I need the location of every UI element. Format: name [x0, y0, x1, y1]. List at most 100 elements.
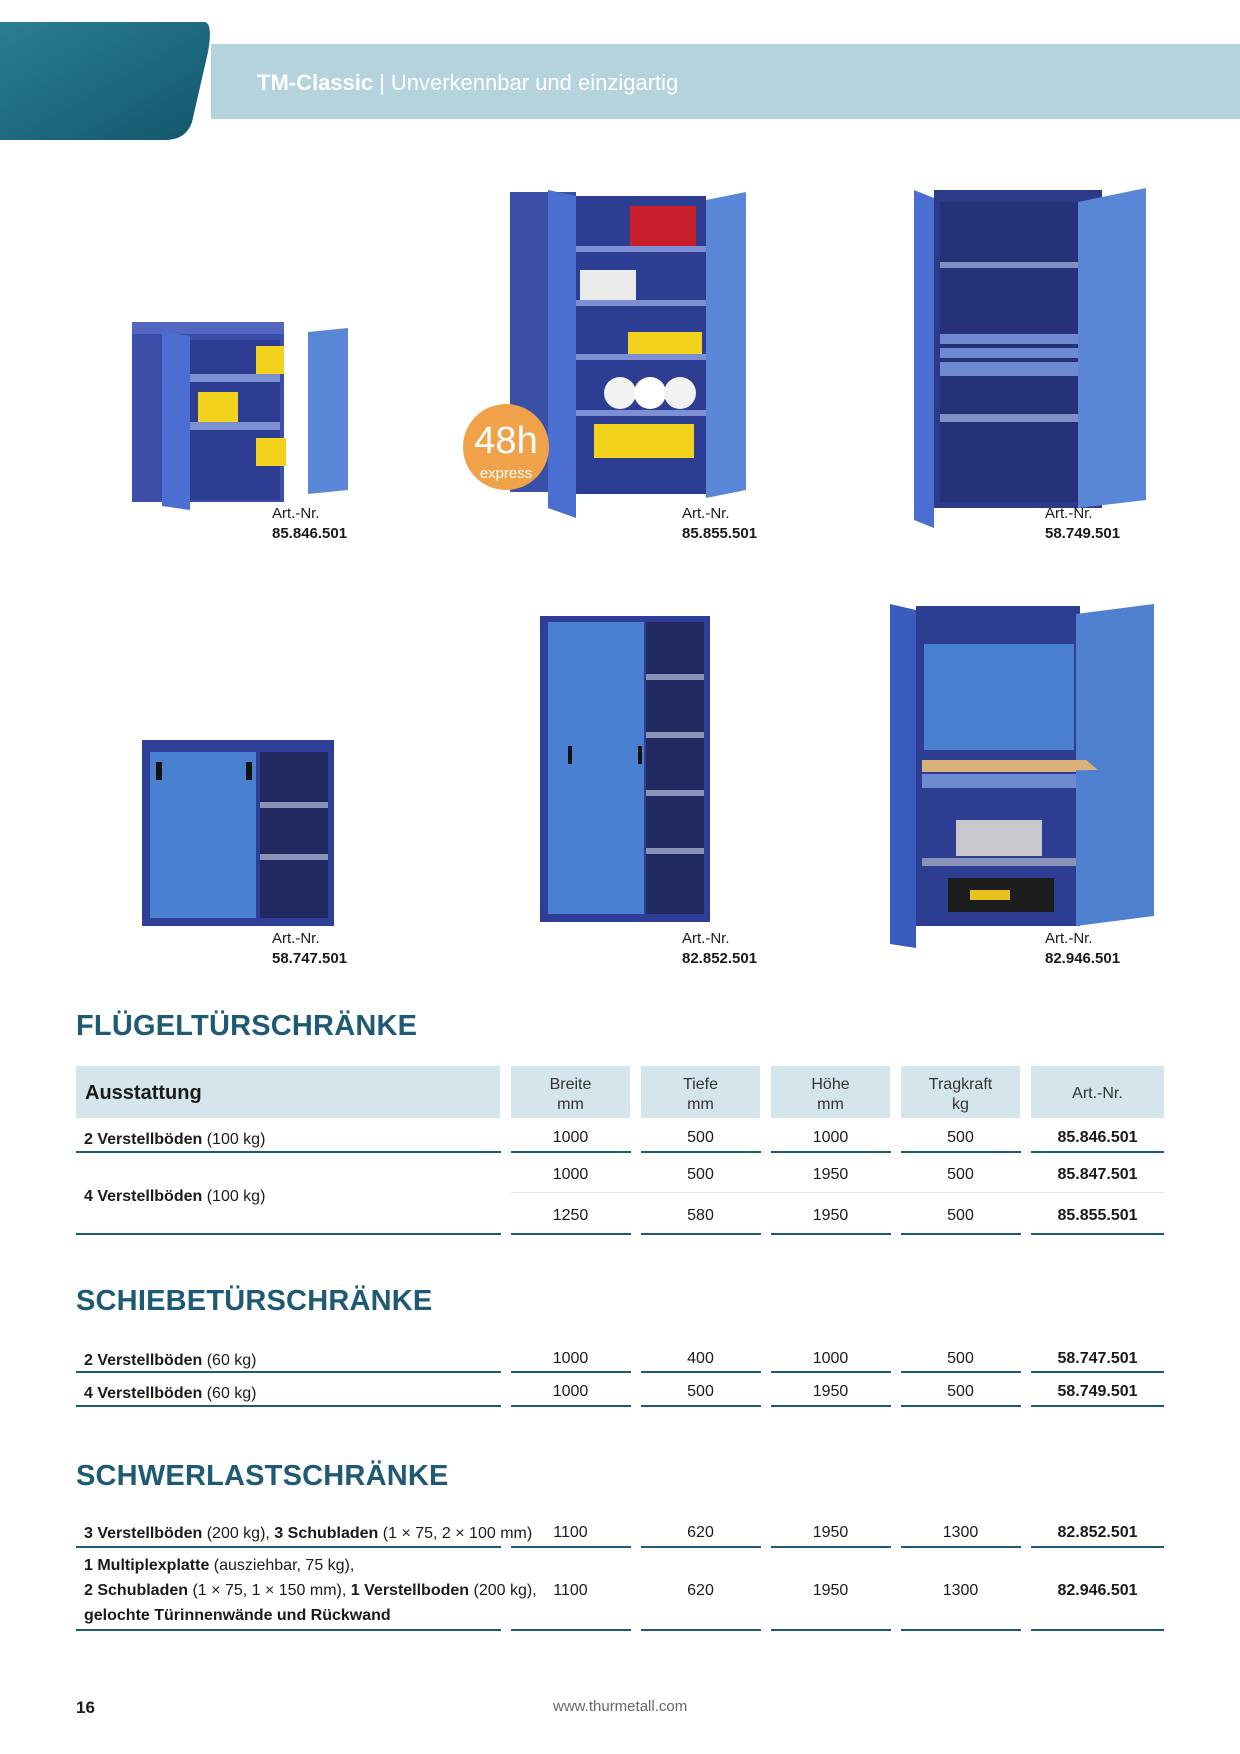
cell-artnr: 85.855.501	[1057, 1207, 1138, 1224]
cell-breite: 1250	[552, 1207, 589, 1224]
col-header-hoehe-label: Höhe	[811, 1076, 850, 1093]
col-header-artnr-label: Art.-Nr.	[1072, 1085, 1123, 1102]
art-label: Art.-Nr.	[272, 505, 320, 522]
col-header-tragkraft-label: Tragkraft	[928, 1076, 993, 1093]
spec-bold: 2 Verstellböden	[84, 1352, 203, 1369]
cell-tragkraft: 500	[947, 1207, 974, 1224]
table-row-label: 2 Verstellböden (60 kg)	[84, 1348, 257, 1373]
spec-bold: 1 Multiplexplatte	[84, 1557, 210, 1574]
cell-artnr: 58.749.501	[1057, 1383, 1138, 1400]
cell-tragkraft: 500	[947, 1166, 974, 1183]
table-row-label: 1 Multiplexplatte (ausziehbar, 75 kg), 2…	[84, 1553, 537, 1628]
header-bar	[211, 44, 1240, 119]
header-tagline: Unverkennbar und einzigartig	[390, 70, 679, 95]
product-art-2: Art.-Nr. 85.855.501	[682, 504, 757, 544]
art-number: 82.852.501	[682, 950, 758, 967]
cell-breite: 1100	[553, 1582, 588, 1599]
cell-tiefe: 580	[687, 1207, 714, 1224]
header-title: TM-Classic|Unverkennbar und einzigartig	[257, 70, 678, 96]
spec-note: (60 kg)	[202, 1352, 257, 1369]
art-number: 85.846.501	[272, 525, 348, 542]
spec-line: 1 Multiplexplatte (ausziehbar, 75 kg),	[84, 1553, 537, 1578]
cell-breite: 1000	[552, 1166, 589, 1183]
spec-bold: gelochte Türinnenwände und Rückwand	[84, 1607, 391, 1624]
row-divider	[76, 1151, 1164, 1153]
product-art-5: Art.-Nr. 82.852.501	[682, 929, 757, 969]
col-header-hoehe-unit: mm	[817, 1096, 844, 1113]
express-badge: 48h express	[463, 404, 549, 490]
product-art-6: Art.-Nr. 82.946.501	[1045, 929, 1120, 969]
cell-hoehe: 1950	[812, 1166, 849, 1183]
col-header-hoehe: Höhe mm	[771, 1066, 890, 1118]
spec-note: (60 kg)	[202, 1385, 257, 1402]
col-header-ausstattung: Ausstattung	[76, 1066, 500, 1118]
cell-tragkraft: 1300	[942, 1582, 979, 1599]
cabinet-image-58-749-501	[914, 188, 1146, 528]
row-divider	[76, 1546, 1164, 1548]
product-art-3: Art.-Nr. 58.749.501	[1045, 504, 1120, 544]
spec-bold: 3 Schubladen	[274, 1525, 379, 1542]
cell-breite: 1000	[552, 1129, 589, 1146]
col-header-tiefe: Tiefe mm	[641, 1066, 760, 1118]
cell-hoehe: 1000	[812, 1129, 849, 1146]
art-number: 85.855.501	[682, 525, 758, 542]
art-label: Art.-Nr.	[1045, 505, 1093, 522]
spec-note: (100 kg)	[202, 1188, 266, 1205]
spec-note: (ausziehbar, 75 kg),	[209, 1557, 355, 1574]
header-brand: TM-Classic	[257, 70, 374, 95]
table-row-label: 4 Verstellböden (60 kg)	[84, 1381, 257, 1406]
cell-artnr: 85.847.501	[1057, 1166, 1138, 1183]
row-divider	[76, 1405, 1164, 1407]
spec-bold: 1 Verstellboden	[350, 1582, 470, 1599]
header-tab-shape	[0, 22, 210, 140]
art-label: Art.-Nr.	[682, 930, 730, 947]
art-number: 58.747.501	[272, 950, 348, 967]
cell-tragkraft: 500	[947, 1350, 974, 1367]
cell-tragkraft: 500	[947, 1383, 974, 1400]
cabinet-image-58-747-501	[142, 740, 334, 926]
cell-tragkraft: 1300	[942, 1524, 979, 1541]
row-divider	[76, 1629, 1164, 1631]
cell-tiefe: 400	[687, 1350, 714, 1367]
header-separator: |	[379, 70, 385, 95]
spec-bold: 2 Schubladen	[84, 1582, 189, 1599]
spec-note: (200 kg),	[469, 1582, 537, 1599]
cell-tiefe: 500	[687, 1383, 714, 1400]
table-row-label: 3 Verstellböden (200 kg), 3 Schubladen (…	[84, 1521, 532, 1546]
section-title-fluegeltuerschraenke: FLÜGELTÜRSCHRÄNKE	[76, 1010, 418, 1042]
col-header-tragkraft: Tragkraft kg	[901, 1066, 1020, 1118]
cell-tiefe: 500	[687, 1129, 714, 1146]
cell-tiefe: 500	[687, 1166, 714, 1183]
cell-tragkraft: 500	[947, 1129, 974, 1146]
row-divider	[76, 1371, 1164, 1373]
art-label: Art.-Nr.	[1045, 930, 1093, 947]
footer-url[interactable]: www.thurmetall.com	[553, 1698, 688, 1715]
row-divider	[76, 1233, 1164, 1235]
cell-hoehe: 1950	[812, 1524, 849, 1541]
section-title-schwerlastschraenke: SCHWERLASTSCHRÄNKE	[76, 1460, 449, 1492]
art-number: 82.946.501	[1045, 950, 1121, 967]
col-header-tragkraft-unit: kg	[952, 1096, 969, 1113]
cabinet-image-82-852-501	[540, 616, 710, 922]
cell-artnr: 82.852.501	[1057, 1524, 1138, 1541]
spec-note: (1 × 75, 1 × 150 mm),	[188, 1582, 351, 1599]
badge-value: 48h	[474, 420, 538, 462]
col-header-breite: Breite mm	[511, 1066, 630, 1118]
cell-artnr: 85.846.501	[1057, 1129, 1138, 1146]
col-header-ausstattung-label: Ausstattung	[85, 1082, 202, 1104]
badge-text: express	[479, 465, 533, 482]
col-header-tiefe-label: Tiefe	[683, 1076, 718, 1093]
cabinet-image-85-846-501	[132, 322, 348, 510]
table-row-label: 4 Verstellböden (100 kg)	[84, 1184, 265, 1209]
col-header-breite-label: Breite	[549, 1076, 592, 1093]
cell-hoehe: 1950	[812, 1383, 849, 1400]
section-title-schiebetuerschraenke: SCHIEBETÜRSCHRÄNKE	[76, 1285, 433, 1317]
spec-bold: 4 Verstellböden	[84, 1385, 203, 1402]
art-label: Art.-Nr.	[272, 930, 320, 947]
spec-note: (1 × 75, 2 × 100 mm)	[378, 1525, 533, 1542]
spec-bold: 4 Verstellböden	[84, 1188, 203, 1205]
cell-tiefe: 620	[687, 1582, 714, 1599]
art-number: 58.749.501	[1045, 525, 1121, 542]
cell-breite: 1000	[552, 1350, 589, 1367]
spec-line: 2 Schubladen (1 × 75, 1 × 150 mm), 1 Ver…	[84, 1578, 537, 1603]
